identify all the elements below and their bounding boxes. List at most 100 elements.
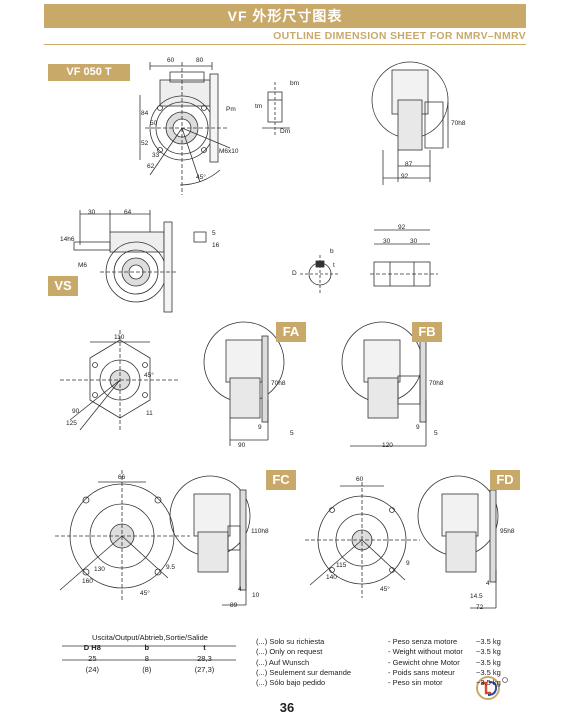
table-header: D H8 [83, 643, 101, 652]
dim-label: 92 [401, 173, 409, 180]
page-number: 36 [279, 700, 295, 715]
dim-label: 160 [82, 578, 93, 585]
dim-label: D [292, 270, 297, 277]
weight-label: - Poids sans moteur [388, 667, 455, 677]
dim-label: 84 [141, 110, 149, 117]
header-bar: VF 外形尺寸图表 [44, 4, 526, 28]
dim-label: 9.5 [166, 564, 176, 571]
dim-label: 14.5 [470, 593, 483, 600]
table-cell: 25 [88, 654, 97, 663]
dim-label: tm [255, 103, 263, 110]
weight-value: ~3.5 kg [476, 647, 501, 657]
weight-value: ~3.5 kg [476, 637, 501, 646]
dim-label: 45° [380, 586, 390, 593]
table-header: t [203, 643, 206, 652]
table-row: 25 8 28,3 [60, 653, 240, 664]
fa-side-drawing [203, 321, 285, 446]
dim-label: 70h8 [271, 380, 286, 387]
weight-label: - Gewicht ohne Motor [388, 657, 460, 667]
dim-label: Pm [226, 106, 236, 113]
dim-label: 115 [336, 562, 347, 569]
vs-view-drawing [73, 210, 207, 313]
dim-label: 87 [405, 161, 413, 168]
note-line: (...) Solo su richiesta [256, 637, 325, 646]
tag-fd: FD [490, 470, 520, 490]
weight-value: ~3.5 kg [476, 667, 501, 677]
note-line: (...) Seulement sur demande [256, 667, 352, 677]
fa-flange-front-drawing [60, 330, 180, 431]
tag-fa: FA [276, 322, 306, 342]
divider [44, 44, 526, 45]
weight-label: - Weight without motor [388, 647, 463, 657]
dim-label: 66 [118, 474, 126, 481]
dim-label: 120 [382, 442, 393, 449]
table-cell: 8 [144, 654, 149, 663]
dim-label: M6x10 [219, 148, 239, 155]
dim-label: 9 [416, 424, 420, 431]
dim-label: 95h8 [500, 528, 515, 535]
dim-label: 9 [258, 424, 262, 431]
dim-label: 4 [486, 580, 490, 587]
dim-label: 90 [72, 408, 80, 415]
page-title: VF 外形尺寸图表 [227, 8, 343, 24]
fc-side-drawing [169, 475, 251, 606]
dim-label: 16 [212, 242, 220, 249]
dim-label: 72 [476, 604, 484, 611]
dim-label: 90 [238, 442, 246, 449]
table-cell: 28,3 [197, 654, 212, 663]
note-line: (...) Only on request [256, 647, 323, 657]
notes-list: (...) Solo su richiesta (...) Only on re… [256, 637, 351, 688]
output-table: Uscita/Output/Abtrieb,Sortie/Salide D H8… [60, 633, 240, 675]
dim-label: 140 [326, 574, 337, 581]
dim-label: 5 [212, 230, 216, 237]
tag-fc: FC [266, 470, 296, 490]
dim-label: 5 [434, 430, 438, 437]
note-line: (...) Auf Wunsch [256, 657, 310, 667]
weights-list: - Peso senza motore ~3.5 kg - Weight with… [388, 637, 501, 688]
dim-label: bm [290, 80, 300, 87]
weight-label: - Peso senza motore [388, 637, 458, 646]
dim-label: 4 [238, 586, 242, 593]
fb-side-drawing [341, 321, 427, 447]
brand-logo [476, 676, 500, 700]
dim-label: 92 [398, 224, 406, 231]
dim-label: 130 [94, 566, 105, 573]
dim-label: 50 [150, 120, 158, 127]
dim-label: 45° [144, 372, 154, 379]
dim-label: 14h6 [60, 236, 75, 243]
dim-label: 60 [356, 476, 364, 483]
page-subtitle: OUTLINE DIMENSION SHEET FOR NMRV–NMRV [273, 30, 526, 42]
table-cell: (24) [85, 665, 99, 674]
dim-label: b [330, 248, 334, 255]
fc-flange-front-drawing [55, 470, 190, 600]
dim-label: 60 [167, 57, 175, 64]
table-header: b [144, 643, 150, 652]
model-label: VF 050 T [48, 64, 130, 81]
table-cell: (27,3) [194, 665, 215, 674]
keyway-detail [262, 82, 290, 136]
fd-side-drawing [417, 475, 499, 609]
note-line: (...) Sólo bajo pedido [256, 678, 326, 688]
dim-label: 30 [383, 238, 391, 245]
dim-label: 70h8 [451, 120, 466, 127]
dim-label: 62 [147, 163, 155, 170]
tag-vs: VS [48, 276, 78, 296]
dim-label: 70h8 [429, 380, 444, 387]
dim-label: M6 [78, 262, 88, 269]
dim-label: 64 [124, 209, 132, 216]
output-table-lines [62, 645, 236, 661]
tag-fb: FB [412, 322, 442, 342]
dim-label: 30 [410, 238, 418, 245]
dim-label: 33 [152, 152, 160, 159]
dim-label: 125 [66, 420, 77, 427]
table-row: (24) (8) (27,3) [60, 664, 240, 675]
dim-label: 52 [141, 140, 149, 147]
side-view-drawing [371, 61, 449, 185]
dim-label: 89 [230, 602, 238, 609]
dim-label: 110h8 [251, 528, 269, 535]
output-table-grid: D H8 b t 25 8 28,3 (24) (8) (27,3) [60, 642, 240, 675]
fd-flange-front-drawing [305, 482, 420, 598]
weight-label: - Peso sin motor [388, 678, 443, 688]
dim-label: 10 [252, 592, 260, 599]
